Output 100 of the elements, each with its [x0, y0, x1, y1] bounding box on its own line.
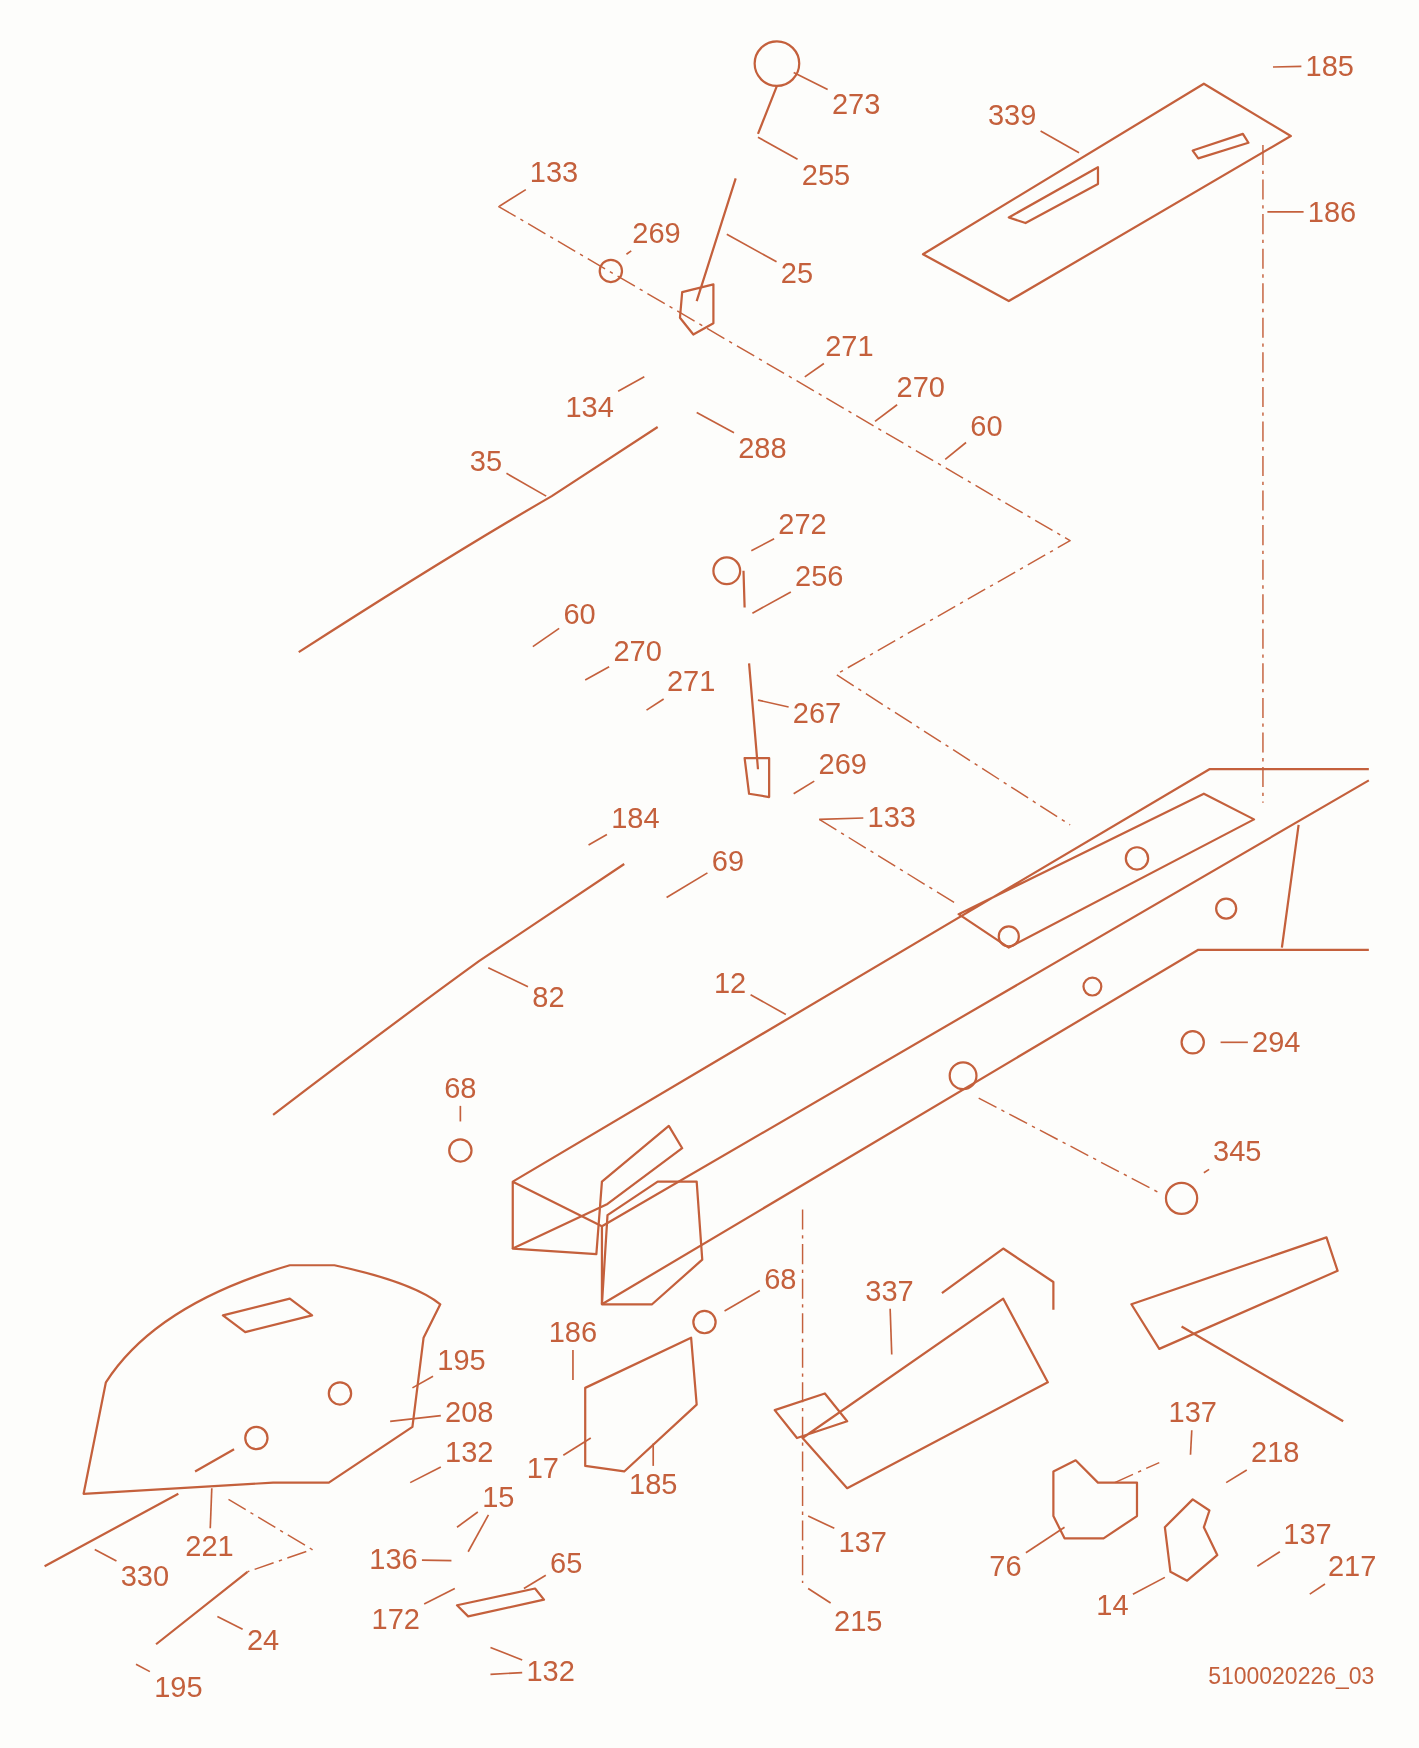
- leader-line: [1272, 65, 1303, 68]
- callout-number: 17: [526, 1453, 559, 1483]
- callout-number: 184: [611, 803, 660, 833]
- leader-line: [723, 1289, 761, 1312]
- leader-line: [625, 250, 633, 256]
- leader-line: [803, 362, 825, 378]
- callout-number: 330: [120, 1561, 170, 1591]
- leader-line: [944, 441, 967, 461]
- callout-number: 82: [532, 982, 565, 1012]
- callout-number: 137: [1168, 1397, 1217, 1427]
- leader-line: [498, 188, 527, 208]
- leader-line: [93, 1548, 118, 1562]
- callout-number: 186: [548, 1317, 598, 1347]
- callout-number: 218: [1251, 1437, 1300, 1467]
- leader-line: [749, 993, 787, 1016]
- leader-line: [459, 1105, 462, 1123]
- callout-number: 60: [970, 411, 1003, 441]
- callout-number: 195: [154, 1672, 203, 1701]
- leader-line: [1219, 1041, 1249, 1044]
- callout-number: 345: [1213, 1136, 1262, 1166]
- leader-line: [487, 966, 529, 988]
- callout-number: 215: [834, 1606, 883, 1636]
- leader-line: [874, 403, 898, 423]
- callout-number: 15: [482, 1482, 515, 1512]
- callout-number: 185: [1305, 51, 1354, 81]
- leader-line: [505, 472, 548, 497]
- leader-line: [572, 1349, 574, 1381]
- leader-line: [652, 1442, 655, 1467]
- leader-line: [757, 136, 799, 161]
- callout-number: 337: [865, 1276, 914, 1306]
- leader-line: [1256, 1550, 1281, 1568]
- leader-line: [695, 411, 735, 434]
- leader-line: [489, 1671, 524, 1676]
- callout-number: 273: [831, 89, 881, 119]
- callout-number: 288: [738, 433, 787, 463]
- leader-line: [1225, 1469, 1248, 1484]
- callout-number: 136: [369, 1544, 418, 1574]
- leader-line: [562, 1437, 592, 1457]
- leader-line: [645, 698, 665, 711]
- callout-number: 269: [632, 218, 681, 248]
- callout-number: 271: [825, 331, 874, 361]
- callout-number: 65: [550, 1548, 583, 1578]
- leader-line: [1203, 1168, 1210, 1174]
- leader-line: [423, 1587, 456, 1605]
- leader-line: [757, 699, 790, 708]
- callout-number: 68: [764, 1264, 797, 1294]
- callout-number: 76: [989, 1551, 1022, 1581]
- callout-number: 272: [778, 509, 827, 539]
- callout-number: 133: [529, 157, 579, 187]
- leader-line: [411, 1375, 434, 1389]
- leader-line: [489, 1646, 524, 1661]
- leader-line: [750, 538, 775, 552]
- leader-line: [792, 780, 816, 795]
- callout-number: 12: [714, 968, 747, 998]
- callout-number: 137: [1283, 1519, 1332, 1549]
- callout-number: 132: [445, 1437, 494, 1467]
- leader-line: [751, 591, 792, 614]
- callout-number: 134: [565, 392, 614, 422]
- drawing-number: 5100020226_03: [1208, 1663, 1375, 1691]
- leader-line: [665, 872, 709, 899]
- leader-line: [1025, 1526, 1066, 1554]
- leader-line: [1266, 211, 1305, 213]
- callout-number: 132: [526, 1656, 575, 1686]
- leader-line: [456, 1511, 479, 1529]
- callout-number: 60: [563, 599, 596, 629]
- callout-number: 69: [711, 846, 744, 876]
- callout-number: 137: [838, 1527, 887, 1557]
- leader-line: [792, 71, 829, 91]
- leader-line: [135, 1663, 151, 1673]
- callout-number: 35: [469, 446, 503, 476]
- callout-number: 269: [818, 749, 867, 779]
- leader-line: [389, 1414, 442, 1423]
- leader-line: [1132, 1576, 1166, 1596]
- callout-number: 195: [437, 1345, 486, 1375]
- callout-number: 14: [1096, 1590, 1129, 1620]
- callout-number: 24: [246, 1625, 280, 1655]
- callout-number: 270: [613, 636, 662, 666]
- leader-line: [807, 1515, 836, 1530]
- callout-number: 294: [1252, 1027, 1301, 1057]
- leader-line: [1189, 1429, 1193, 1456]
- leader-line: [409, 1466, 442, 1484]
- leader-line: [617, 376, 646, 393]
- callout-number: 185: [629, 1469, 678, 1499]
- callout-number: 172: [371, 1604, 420, 1633]
- callout-number: 25: [780, 258, 814, 288]
- leader-line: [532, 627, 560, 648]
- leader-line: [421, 1559, 453, 1562]
- callout-number: 217: [1327, 1551, 1377, 1581]
- leader-line: [584, 665, 610, 681]
- leader-line: [1308, 1583, 1326, 1595]
- leader-line: [725, 233, 778, 263]
- callout-number: 255: [801, 160, 851, 190]
- leader-line: [889, 1307, 893, 1356]
- leader-line: [216, 1615, 244, 1631]
- leader-line: [807, 1587, 832, 1604]
- leader-line: [587, 833, 608, 846]
- callout-number: 339: [987, 100, 1037, 130]
- leader-line: [1039, 130, 1080, 154]
- callout-number: 270: [896, 372, 945, 402]
- leader-line: [523, 1574, 547, 1590]
